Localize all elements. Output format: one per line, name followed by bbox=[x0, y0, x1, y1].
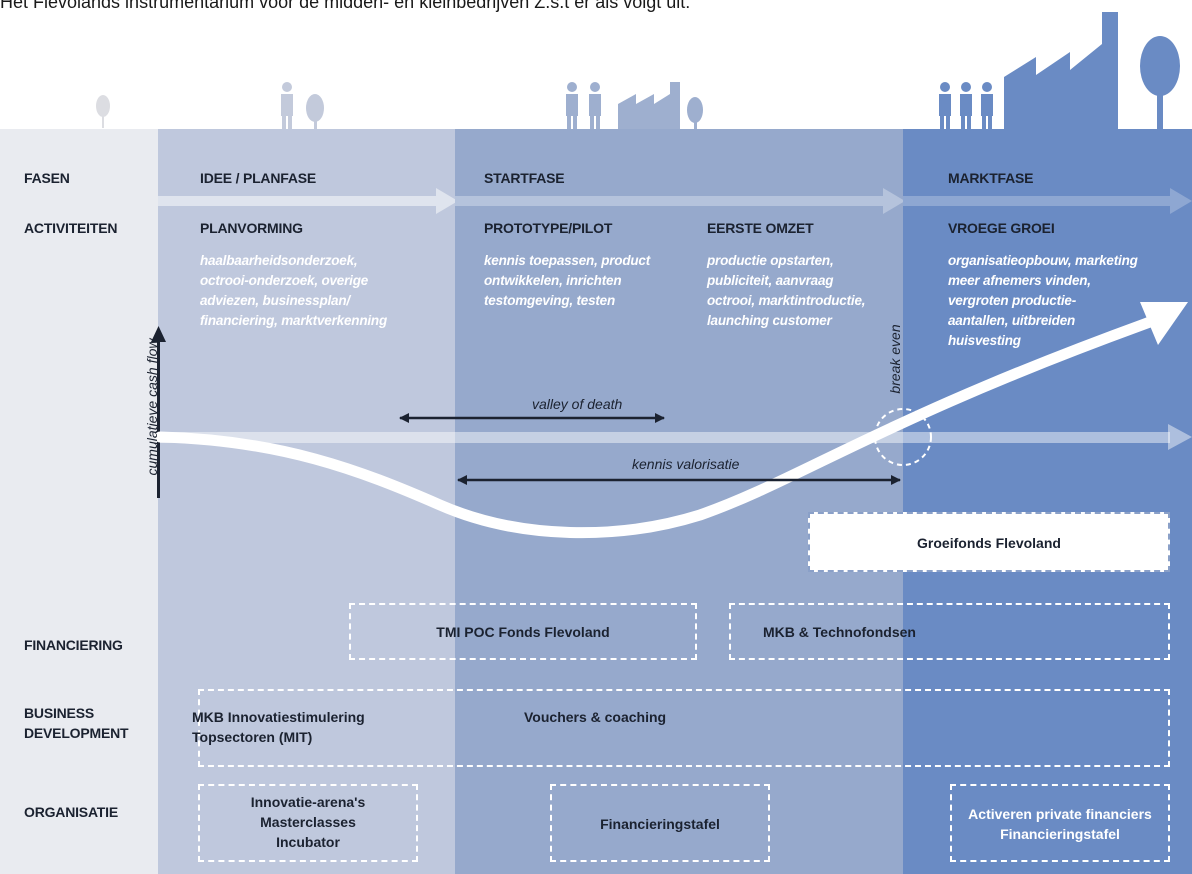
break-even-label: break even bbox=[887, 324, 903, 394]
people-factory-large-icon bbox=[939, 12, 1180, 129]
mkb-techno-box: MKB & Technofondsen bbox=[729, 603, 1170, 660]
private-financiers-box: Activeren private financiers Financierin… bbox=[950, 784, 1170, 862]
activity-desc-eerste-omzet: productie opstarten, publiciteit, aanvra… bbox=[707, 253, 866, 328]
innovatie-arena-box: Innovatie-arena's Masterclasses Incubato… bbox=[198, 784, 418, 862]
zero-line bbox=[160, 424, 1192, 450]
activity-title-planvorming: PLANVORMING bbox=[200, 220, 303, 236]
cash-flow-arrowhead bbox=[1140, 302, 1188, 345]
phase-markt: MARKTFASE bbox=[948, 170, 1034, 186]
page-caption: Het Flevolands instrumentarium voor de m… bbox=[0, 0, 691, 12]
innovatie-arena-label: Innovatie-arena's Masterclasses Incubato… bbox=[250, 794, 366, 850]
break-even-circle bbox=[874, 408, 932, 466]
financieringstafel-label: Financieringstafel bbox=[600, 816, 720, 832]
business-development-box: MKB Innovatiestimulering Topsectoren (MI… bbox=[192, 689, 1170, 767]
phase-idee: IDEE / PLANFASE bbox=[200, 170, 317, 186]
vouchers-label: Vouchers & coaching bbox=[524, 709, 667, 725]
groeifonds-box: Groeifonds Flevoland bbox=[808, 512, 1170, 572]
cash-flow-axis-arrow bbox=[151, 326, 166, 498]
row-label-business: BUSINESS bbox=[24, 705, 94, 721]
activity-title-prototype: PROTOTYPE/PILOT bbox=[484, 220, 613, 236]
mkb-techno-label: MKB & Technofondsen bbox=[763, 624, 916, 640]
phase-start: STARTFASE bbox=[484, 170, 565, 186]
row-label-activiteiten: ACTIVITEITEN bbox=[24, 220, 118, 236]
row-label-fasen: FASEN bbox=[24, 170, 70, 186]
markt-phase-column bbox=[903, 129, 1192, 874]
idee-phase-column bbox=[158, 129, 455, 874]
valley-of-death-label: valley of death bbox=[532, 396, 623, 412]
start-phase-column bbox=[455, 129, 903, 874]
label-column bbox=[0, 129, 158, 874]
kennis-valorisatie-label: kennis valorisatie bbox=[632, 456, 740, 472]
activity-title-eerste-omzet: EERSTE OMZET bbox=[707, 220, 814, 236]
cash-flow-axis-label: cumulatieve cash flow bbox=[144, 338, 160, 476]
private-financiers-label: Activeren private financiers Financierin… bbox=[968, 806, 1152, 842]
row-label-development: DEVELOPMENT bbox=[24, 725, 129, 741]
people-factory-icon bbox=[566, 82, 703, 129]
row-label-organisatie: ORGANISATIE bbox=[24, 804, 118, 820]
financieringstafel-box: Financieringstafel bbox=[550, 784, 770, 862]
phase-arrows bbox=[158, 188, 1192, 214]
activity-desc-planvorming: haalbaarheidsonderzoek, octrooi-onderzoe… bbox=[200, 253, 388, 328]
tmi-label: TMI POC Fonds Flevoland bbox=[436, 624, 610, 640]
activity-title-vroege-groei: VROEGE GROEI bbox=[948, 220, 1055, 236]
activity-desc-vroege-groei: organisatieopbouw, marketing meer afneme… bbox=[948, 253, 1138, 348]
activity-desc-prototype: kennis toepassen, product ontwikkelen, i… bbox=[484, 253, 651, 308]
mit-label: MKB Innovatiestimulering Topsectoren (MI… bbox=[192, 709, 365, 745]
tree-icon-small bbox=[96, 95, 110, 128]
groeifonds-label: Groeifonds Flevoland bbox=[917, 535, 1061, 551]
tmi-box: TMI POC Fonds Flevoland bbox=[349, 603, 697, 660]
cash-flow-curve bbox=[154, 316, 1156, 539]
person-tree-icon bbox=[281, 82, 324, 129]
row-label-financiering: FINANCIERING bbox=[24, 637, 123, 653]
